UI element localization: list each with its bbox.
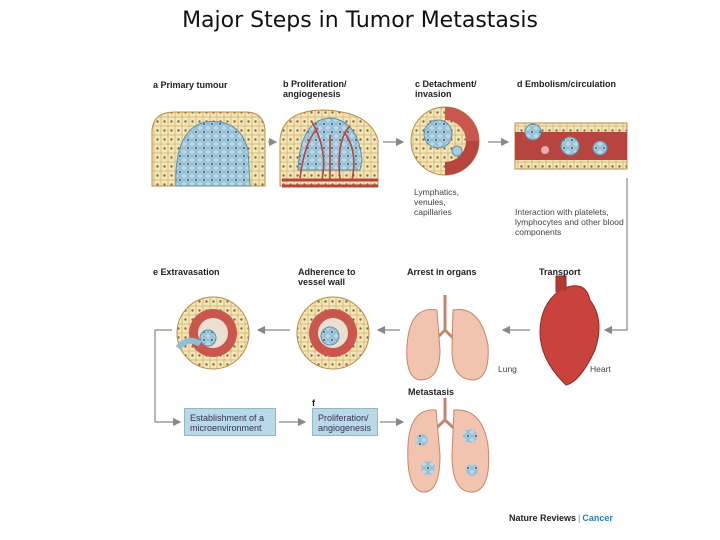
angiogenesis-illustration: [279, 109, 379, 188]
microenvironment-box: Establishment of a microenvironment: [184, 408, 276, 436]
metastasis-label: Metastasis: [408, 387, 455, 397]
extravasation-illustration: [175, 296, 250, 370]
adherence-label: Adherence to vessel wall: [298, 267, 356, 287]
step-e-label: e Extravasation: [153, 267, 220, 277]
interaction-note: Interaction with platelets, lymphocytes …: [515, 207, 624, 237]
step-f-letter: f: [312, 398, 315, 408]
journal-credit: Nature Reviews|Cancer: [509, 513, 613, 523]
heart-label: Heart: [590, 364, 611, 374]
step-b-label: b Proliferation/ angiogenesis: [283, 79, 347, 99]
flow-arrows: [154, 137, 628, 427]
adherence-illustration: [296, 296, 370, 370]
lymphatics-note: Lymphatics, venules, capillaries: [414, 187, 460, 217]
step-d-label: d Embolism/circulation: [517, 79, 617, 89]
transport-label: Transport: [539, 267, 581, 277]
proliferation-box: Proliferation/ angiogenesis: [312, 408, 378, 436]
lungs-illustration: [406, 295, 489, 381]
invasion-illustration: [410, 106, 480, 176]
arrest-label: Arrest in organs: [407, 267, 477, 277]
lung-label: Lung: [498, 364, 517, 374]
heart-illustration: [539, 275, 600, 386]
circulation-illustration: [514, 122, 628, 170]
step-c-label: c Detachment/ invasion: [415, 79, 477, 99]
primary-tumour-illustration: [151, 111, 266, 187]
step-a-label: a Primary tumour: [153, 80, 228, 90]
metastasis-lungs-illustration: [407, 398, 490, 493]
page-title: Major Steps in Tumor Metastasis: [182, 8, 538, 33]
